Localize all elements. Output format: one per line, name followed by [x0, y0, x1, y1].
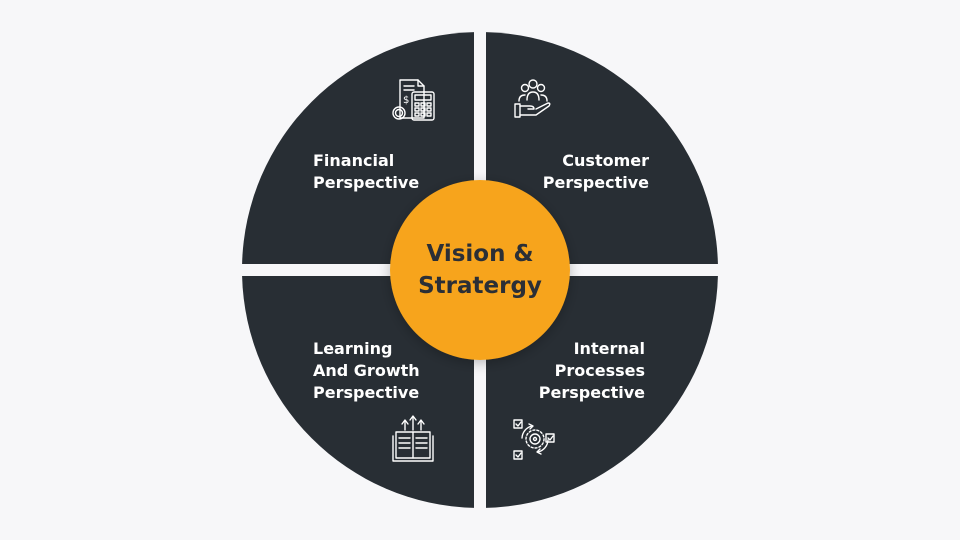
internal-processes-perspective-label: Internal Processes Perspective: [539, 338, 645, 404]
customer-line-2: Perspective: [542, 173, 649, 192]
financial-perspective-label: Financial Perspective: [313, 150, 419, 194]
customer-line-1: Customer: [562, 151, 649, 170]
internal-line-2: Processes: [554, 361, 645, 380]
learning-line-2: And Growth: [313, 361, 420, 380]
vision-strategy-label: Vision & Stratergy: [390, 180, 570, 360]
learning-line-1: Learning: [313, 339, 393, 358]
center-line-2: Stratergy: [418, 273, 542, 299]
calculator-money-icon: $: [392, 79, 435, 121]
customer-perspective-label: Customer Perspective: [543, 150, 649, 194]
internal-line-3: Perspective: [538, 383, 645, 402]
process-cycle-icon: [513, 419, 555, 460]
internal-line-1: Internal: [573, 339, 645, 358]
hand-people-icon: [514, 79, 551, 118]
svg-text:$: $: [403, 95, 409, 106]
financial-line-2: Perspective: [313, 173, 420, 192]
learning-line-3: Perspective: [313, 383, 420, 402]
center-circle: [390, 180, 570, 360]
quadrant-financial: [242, 32, 474, 265]
book-arrows-icon: [392, 415, 434, 462]
quadrant-learning: [242, 276, 474, 508]
learning-growth-perspective-label: Learning And Growth Perspective: [313, 338, 420, 404]
financial-line-1: Financial: [313, 151, 395, 170]
quadrant-internal: [486, 276, 718, 508]
center-line-1: Vision &: [426, 241, 534, 267]
